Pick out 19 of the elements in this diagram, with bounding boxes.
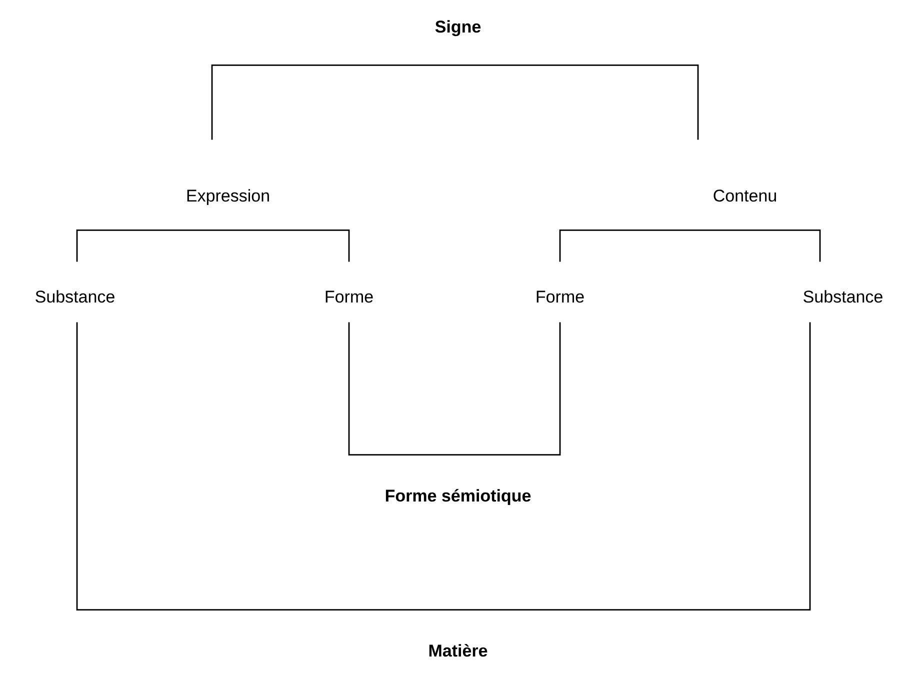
bracket-line [559, 230, 745, 262]
term-label: Forme [536, 290, 584, 303]
bracket-line [228, 230, 350, 262]
bracket-line [458, 322, 561, 456]
bracket-line [211, 64, 458, 140]
bracket-line [348, 322, 458, 456]
bracket-line [76, 322, 458, 610]
bracket-line [458, 322, 811, 610]
term-label: Forme sémiotique [386, 489, 531, 506]
bracket-line [745, 230, 821, 262]
term-label: Expression [187, 189, 269, 206]
term-label: Substance [804, 290, 882, 303]
term-label: Substance [36, 290, 114, 303]
bracket-line [76, 230, 228, 262]
term-label: Forme [326, 290, 373, 303]
term-label: Contenu [714, 190, 776, 202]
term-label: Matière [429, 644, 488, 657]
term-label: Signe [435, 20, 481, 36]
bracket-line [458, 64, 699, 140]
